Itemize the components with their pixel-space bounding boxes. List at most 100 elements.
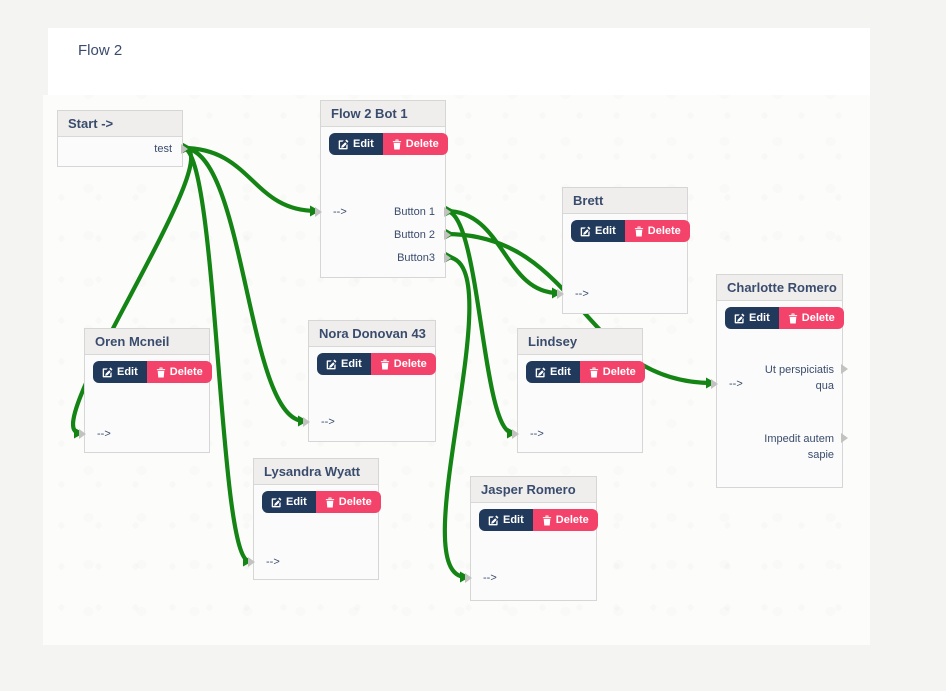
node-actions: Edit Delete: [329, 133, 448, 155]
connection-line[interactable]: [445, 208, 559, 296]
input-port[interactable]: [711, 379, 718, 389]
trash-icon: [788, 313, 798, 324]
edit-button-label: Edit: [550, 366, 571, 378]
output-label: Ut perspiciatis qua: [764, 364, 834, 392]
trash-icon: [589, 367, 599, 378]
delete-button[interactable]: Delete: [778, 307, 844, 329]
edit-pencil-icon: [580, 226, 591, 237]
input-label: -->: [321, 416, 335, 428]
delete-button-label: Delete: [602, 366, 636, 378]
edit-pencil-icon: [102, 367, 113, 378]
node-title: Flow 2 Bot 1: [321, 101, 445, 127]
edit-button[interactable]: Edit: [479, 509, 533, 531]
edit-button[interactable]: Edit: [262, 491, 316, 513]
node-title: Jasper Romero: [471, 477, 596, 503]
node-actions: Edit Delete: [571, 220, 690, 242]
input-port[interactable]: [512, 429, 519, 439]
connection-line[interactable]: [182, 145, 251, 564]
output-port[interactable]: [444, 207, 451, 217]
edit-button-label: Edit: [341, 358, 362, 370]
edit-button-label: Edit: [749, 312, 770, 324]
page-title: Flow 2: [78, 42, 123, 59]
delete-button-label: Delete: [393, 358, 427, 370]
input-port[interactable]: [303, 417, 310, 427]
edit-button-label: Edit: [353, 138, 374, 150]
node-start[interactable]: Start ->test: [57, 110, 188, 167]
output-label: Button 1: [394, 206, 435, 218]
input-label: -->: [97, 428, 111, 440]
output-port[interactable]: [444, 230, 451, 240]
edit-button[interactable]: Edit: [571, 220, 625, 242]
trash-icon: [634, 226, 644, 237]
delete-button-label: Delete: [169, 366, 203, 378]
node-actions: Edit Delete: [725, 307, 844, 329]
edit-pencil-icon: [734, 313, 745, 324]
trash-icon: [156, 367, 166, 378]
node-actions: Edit Delete: [262, 491, 381, 513]
edit-button[interactable]: Edit: [329, 133, 383, 155]
edit-button-label: Edit: [503, 514, 524, 526]
delete-button[interactable]: Delete: [579, 361, 645, 383]
delete-button-label: Delete: [647, 225, 681, 237]
edit-button[interactable]: Edit: [526, 361, 580, 383]
node-actions: Edit Delete: [479, 509, 598, 531]
delete-button-label: Delete: [338, 496, 372, 508]
delete-button-label: Delete: [801, 312, 835, 324]
connection-line[interactable]: [445, 208, 514, 436]
connection-line[interactable]: [71, 145, 193, 436]
input-port[interactable]: [465, 573, 472, 583]
input-port[interactable]: [248, 557, 255, 567]
input-label: -->: [575, 288, 589, 300]
node-actions: Edit Delete: [93, 361, 212, 383]
edit-button[interactable]: Edit: [725, 307, 779, 329]
input-label: -->: [729, 378, 743, 390]
output-port[interactable]: [841, 364, 848, 374]
output-port[interactable]: [444, 253, 451, 263]
connection-line[interactable]: [182, 145, 305, 424]
output-label: Button 2: [394, 229, 435, 241]
delete-button[interactable]: Delete: [146, 361, 212, 383]
edit-pencil-icon: [535, 367, 546, 378]
input-port[interactable]: [315, 207, 322, 217]
connection-line[interactable]: [442, 254, 472, 580]
input-label: -->: [333, 206, 347, 218]
node-title: Lysandra Wyatt: [254, 459, 378, 485]
delete-button[interactable]: Delete: [370, 353, 436, 375]
delete-button[interactable]: Delete: [382, 133, 448, 155]
header-card: Flow 2: [48, 28, 870, 95]
output-port[interactable]: [181, 144, 188, 154]
delete-button-label: Delete: [405, 138, 439, 150]
input-label: -->: [483, 572, 497, 584]
edit-button-label: Edit: [595, 225, 616, 237]
edit-button-label: Edit: [117, 366, 138, 378]
node-actions: Edit Delete: [317, 353, 436, 375]
delete-button[interactable]: Delete: [624, 220, 690, 242]
node-title: Lindsey: [518, 329, 642, 355]
connection-line[interactable]: [182, 145, 317, 214]
input-port[interactable]: [79, 429, 86, 439]
edit-button[interactable]: Edit: [93, 361, 147, 383]
input-label: -->: [530, 428, 544, 440]
delete-button[interactable]: Delete: [315, 491, 381, 513]
node-title: Charlotte Romero: [717, 275, 842, 301]
trash-icon: [542, 515, 552, 526]
edit-button-label: Edit: [286, 496, 307, 508]
input-port[interactable]: [557, 289, 564, 299]
edit-pencil-icon: [488, 515, 499, 526]
node-title: Oren Mcneil: [85, 329, 209, 355]
trash-icon: [325, 497, 335, 508]
edit-button[interactable]: Edit: [317, 353, 371, 375]
delete-button[interactable]: Delete: [532, 509, 598, 531]
node-flow2bot1[interactable]: Flow 2 Bot 1 Edit Delete --> Button 1 Button …: [315, 100, 451, 278]
output-label: Impedit autem sapie: [764, 433, 834, 461]
output-port[interactable]: [841, 433, 848, 443]
